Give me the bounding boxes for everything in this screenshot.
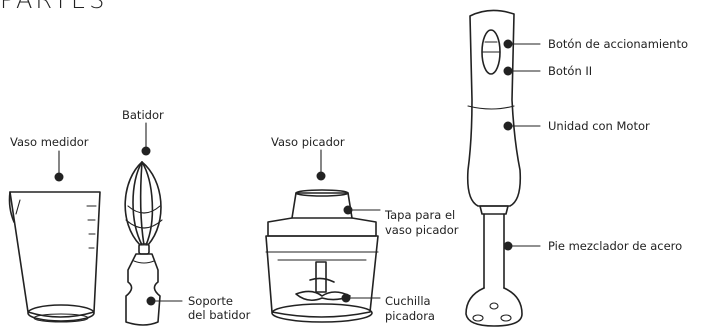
label-cuchilla-line2: picadora (385, 309, 435, 323)
label-tapa-line2: vaso picador (385, 223, 459, 237)
whisk-pointer (141, 122, 151, 156)
diagram-title: PARTES (0, 0, 108, 14)
label-vaso-medidor: Vaso medidor (10, 135, 89, 149)
chopper-bowl-pointer (316, 149, 326, 181)
hand-blender-drawing (465, 9, 523, 327)
chopper-lid-pointer (343, 205, 381, 215)
whisk-drawing (124, 161, 163, 255)
label-tapa-line1: Tapa para el (385, 208, 456, 222)
label-boton-accionamiento: Botón de accionamiento (548, 37, 689, 51)
label-batidor: Batidor (122, 108, 164, 122)
measuring-cup-drawing (8, 191, 101, 323)
label-cuchilla-line1: Cuchilla (385, 294, 431, 308)
measuring-cup-pointer (54, 150, 64, 182)
chopper-blade-pointer (341, 293, 381, 303)
label-soporte-line2: del batidor (188, 308, 251, 322)
label-unidad-motor: Unidad con Motor (548, 119, 650, 133)
steel-blender-foot-pointer (503, 241, 541, 251)
label-boton-ii: Botón II (548, 64, 593, 78)
power-button-pointer (503, 39, 541, 49)
label-pie-mezclador: Pie mezclador de acero (548, 239, 683, 253)
whisk-holder-drawing (125, 253, 161, 326)
chopper-bowl-drawing (265, 189, 379, 323)
motor-unit-pointer (503, 121, 541, 131)
button-ii-pointer (503, 66, 541, 76)
label-vaso-picador: Vaso picador (271, 135, 345, 149)
label-soporte-line1: Soporte (188, 294, 233, 308)
whisk-holder-pointer (146, 296, 183, 306)
